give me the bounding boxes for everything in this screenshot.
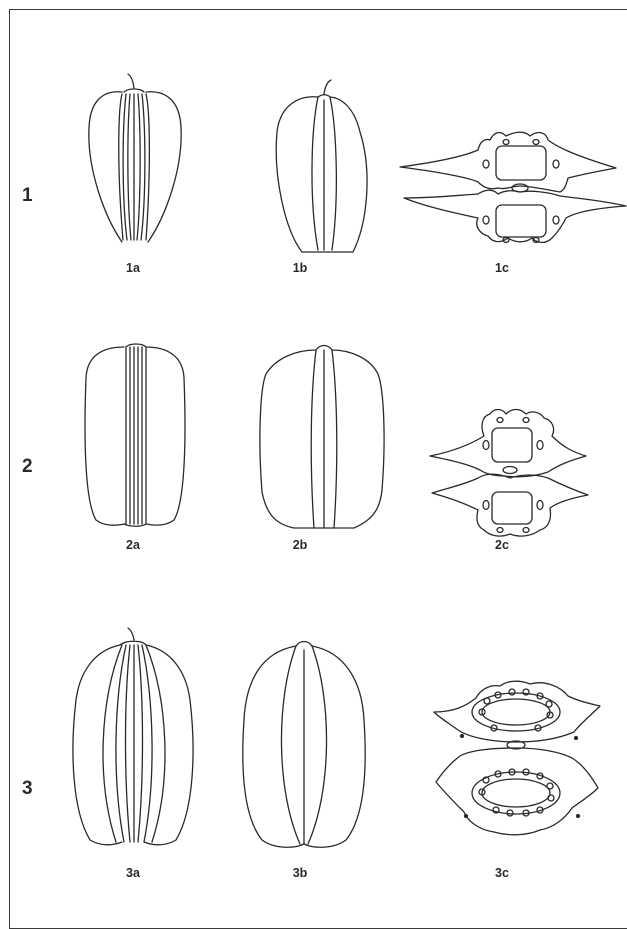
figure-1b-fruit — [276, 80, 367, 252]
figure-3b-fruit — [243, 642, 365, 848]
figure-2a-fruit — [85, 344, 185, 526]
figure-1c-cross-section — [400, 132, 626, 242]
figure-1a-fruit — [89, 74, 181, 242]
figure-2b-fruit — [260, 346, 384, 529]
figure-3c-cross-section — [434, 681, 600, 835]
figure-2c-cross-section — [430, 410, 588, 537]
figure-3a-fruit — [73, 628, 193, 845]
